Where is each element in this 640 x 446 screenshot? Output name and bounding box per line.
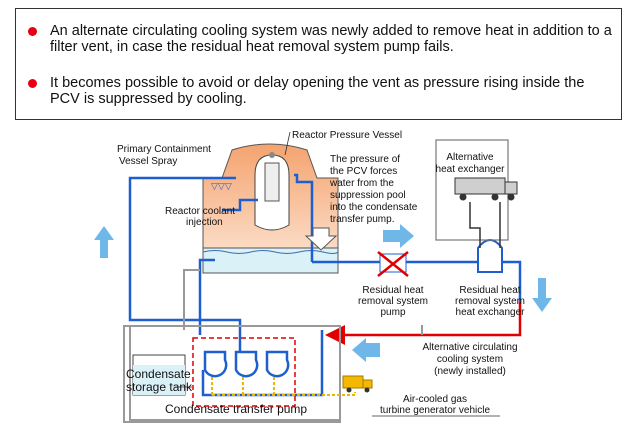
pcv-pressure-note: water from the [329, 178, 394, 189]
condensate-storage-tank [132, 354, 186, 396]
alt-hx-label: Alternative [446, 152, 494, 163]
rhr-heat-exchanger-icon [477, 239, 503, 273]
cst-label: Condensate [126, 367, 191, 381]
rhr-hx-label: heat exchanger [456, 307, 526, 318]
svg-text:▽▽▽: ▽▽▽ [211, 181, 232, 191]
pcv-pressure-note: suppression pool [330, 190, 406, 201]
water-lines [128, 173, 522, 397]
rhr-hx-label: Residual heat [459, 285, 520, 296]
right-arrow-icon [383, 224, 414, 248]
reactor-building-outline [123, 325, 341, 423]
rhr-pump-icon [377, 251, 409, 277]
flow-arrows [94, 224, 552, 362]
pool-down-arrow [304, 227, 338, 251]
rpv-label: Reactor Pressure Vessel [292, 130, 402, 141]
down-arrow-icon [532, 278, 552, 312]
summary-box: An alternate circulating cooling system … [15, 8, 622, 120]
condensate-transfer-pumps [192, 337, 356, 407]
pcv-spray-label: Primary Containment [117, 144, 211, 155]
pcv-spray-label: Vessel Spray [119, 156, 177, 167]
alt-circ-label: (newly installed) [434, 366, 506, 377]
up-arrow-icon [94, 226, 114, 258]
red-bullet-icon [28, 27, 37, 36]
alt-hx-label: heat exchanger [436, 164, 506, 175]
bullet-text: An alternate circulating cooling system … [50, 23, 612, 55]
pcv-pressure-note: the PCV forces [330, 166, 397, 177]
bullet-item: An alternate circulating cooling system … [28, 23, 613, 55]
red-bullet-icon [28, 79, 37, 88]
alternative-cooling-line [325, 302, 522, 345]
alternative-heat-exchanger-truck [435, 139, 518, 248]
gas-turbine-vehicle-icon [342, 375, 373, 393]
reactor-pressure-vessel [254, 152, 290, 231]
pcv-pressure-note: into the condensate [330, 202, 418, 213]
suppression-pool [202, 247, 339, 274]
reactor-coolant-label: injection [186, 217, 223, 228]
cst-label: storage tank [126, 380, 193, 394]
gas-turbine-label: Air-cooled gas [403, 394, 467, 405]
alt-circ-label: cooling system [437, 354, 503, 365]
bullet-text: It becomes possible to avoid or delay op… [50, 75, 585, 107]
alt-circ-label: Alternative circulating [422, 342, 517, 353]
bullet-item: It becomes possible to avoid or delay op… [28, 75, 613, 107]
left-arrow-icon [352, 338, 380, 362]
ctp-label: Condensate transfer pump [165, 402, 307, 416]
reactor-coolant-label: Reactor coolant [165, 206, 235, 217]
rhr-pump-label: pump [380, 307, 405, 318]
rhr-pump-label: removal system [358, 296, 428, 307]
rhr-pump-label: Residual heat [362, 285, 423, 296]
pcv-pressure-note: The pressure of [330, 154, 400, 165]
rhr-hx-label: removal system [455, 296, 525, 307]
pcv-pressure-note: transfer pump. [330, 214, 394, 225]
leader-lines [175, 131, 291, 388]
gas-turbine-label: turbine generator vehicle [380, 405, 491, 416]
